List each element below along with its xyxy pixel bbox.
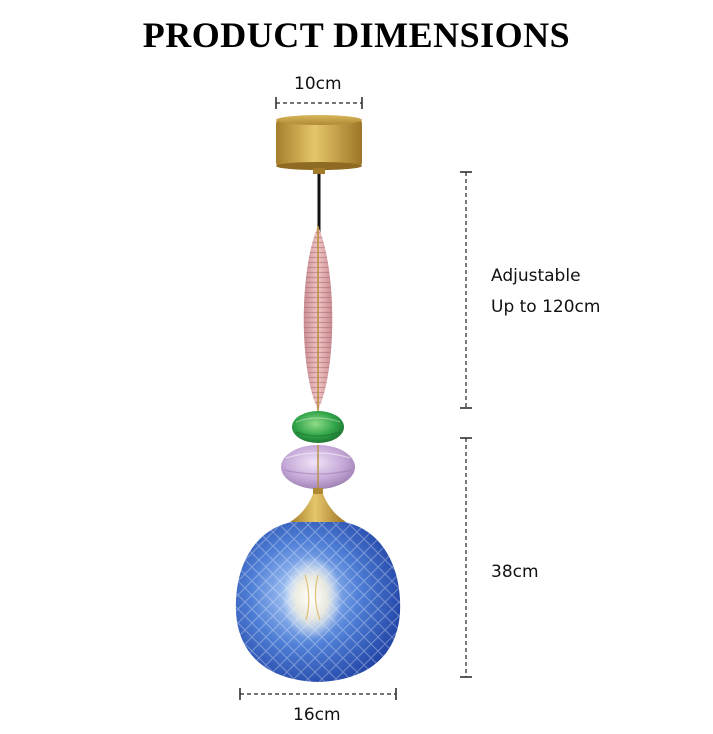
shade-diameter-dimension-line (239, 688, 397, 700)
cable-length-label-line1: Adjustable (491, 266, 581, 286)
canopy-width-dimension-line (275, 97, 363, 109)
canopy-width-label: 10cm (294, 74, 342, 94)
page-title: PRODUCT DIMENSIONS (142, 15, 571, 55)
shade-diameter-label: 16cm (293, 705, 341, 725)
lamp-height-label: 38cm (491, 562, 539, 582)
green-glass-bead (292, 411, 344, 443)
ceiling-canopy (276, 115, 362, 174)
brass-neck (290, 488, 346, 522)
lamp-height-dimension-line (460, 437, 472, 678)
lilac-glass-bead (281, 445, 355, 489)
cable-length-label-line2: Up to 120cm (491, 297, 601, 317)
blue-glass-shade (235, 522, 401, 682)
cable-length-dimension-line (460, 171, 472, 409)
pink-glass-segment (303, 226, 333, 412)
